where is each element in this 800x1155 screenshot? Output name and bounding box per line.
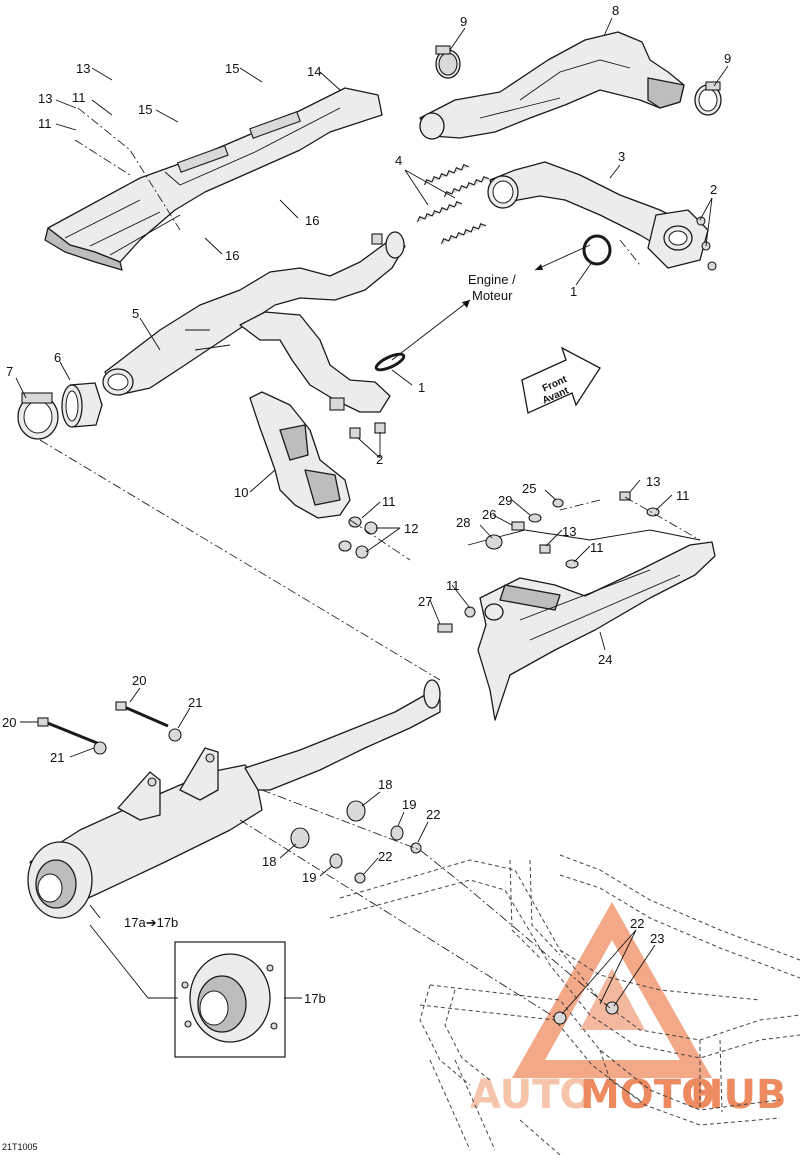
callout-7: 7 [6,364,13,379]
watermark-moto: MOTO [580,1072,715,1118]
callout-12: 12 [404,521,418,536]
callout-22-low: 22 [378,849,392,864]
callout-11-right-low: 11 [446,578,460,593]
callout-25: 25 [522,481,536,496]
callout-16-left: 16 [225,248,239,263]
callout-13-right-mid: 13 [562,524,576,539]
callout-20-top: 20 [132,673,146,688]
callout-19-low: 19 [302,870,316,885]
callout-20-left: 20 [2,715,16,730]
vehicle-frame [329,854,800,1155]
front-direction-arrow: Front Avant [521,346,601,414]
callout-29: 29 [498,493,512,508]
moteur-label: Moteur [472,288,513,303]
watermark-auto: AUTO [470,1072,594,1118]
watermark-triangle [512,902,712,1078]
exhaust-tube-8 [419,31,685,140]
callout-14: 14 [307,64,321,79]
callout-3: 3 [618,149,625,164]
callout-11-top: 11 [72,90,86,105]
callout-27: 27 [418,594,432,609]
clamp-7 [17,392,59,440]
callout-13-mid: 13 [38,91,52,106]
clamp-9-left [435,45,461,79]
callout-15-mid: 15 [138,102,152,117]
callout-13-top: 13 [76,61,90,76]
callout-numbers: 9 8 9 13 15 14 13 11 15 11 16 16 4 3 2 1… [2,3,731,1006]
heat-shield-24 [467,529,716,721]
callout-4: 4 [395,153,402,168]
callout-11-left: 11 [38,116,52,131]
muffler-end-cap-detail-17b [174,941,286,1058]
callout-8: 8 [612,3,619,18]
hardware-20-21 [37,701,182,755]
callout-1-mid: 1 [418,380,425,395]
callout-18-low: 18 [262,854,276,869]
muffler-17a [27,679,441,919]
callout-17b: 17b [304,991,326,1006]
callout-23: 23 [650,931,664,946]
callout-6: 6 [54,350,61,365]
callout-24: 24 [598,652,612,667]
assembly-centerlines [39,107,701,1019]
callout-21-left: 21 [50,750,64,765]
watermark: AUTO MOTO HUB [470,902,786,1118]
y-pipe-5 [102,231,406,413]
callout-15-top: 15 [225,61,239,76]
callout-13-right-top: 13 [646,474,660,489]
engine-arrow [391,244,591,361]
gasket-1-top [582,234,612,266]
callout-5: 5 [132,306,139,321]
callout-2-mid: 2 [376,452,383,467]
callout-26: 26 [482,507,496,522]
hardware-25-29 [437,491,660,633]
clamp-9-right [694,81,722,116]
callout-11-right-mid: 11 [590,540,604,555]
callout-1-top: 1 [570,284,577,299]
heat-shield-14 [44,87,383,271]
diagram-code: 21T1005 [2,1142,38,1152]
callout-22-frame: 22 [630,916,644,931]
callout-10: 10 [234,485,248,500]
heat-shield-10 [249,391,351,519]
hardware-11-12 [338,516,378,559]
callout-28: 28 [456,515,470,530]
sleeve-6 [61,382,103,428]
callout-9-right: 9 [724,51,731,66]
gasket-1-mid [374,352,406,372]
callout-11-mid: 11 [382,494,396,509]
callout-17a-17b: 17a➔17b [124,915,178,930]
callout-21-top: 21 [188,695,202,710]
callout-18-top: 18 [378,777,392,792]
callout-9-left: 9 [460,14,467,29]
hardware-18-19-22 [290,800,619,1025]
engine-label: Engine / [468,272,516,287]
springs-4 [416,163,490,245]
callout-2-top: 2 [710,182,717,197]
leader-lines [15,17,729,1015]
callout-11-right-top: 11 [676,488,690,503]
watermark-hub: HUB [690,1072,786,1118]
callout-16-right: 16 [305,213,319,228]
callout-19-top: 19 [402,797,416,812]
header-pipe-3 [487,161,717,271]
callout-22-top: 22 [426,807,440,822]
